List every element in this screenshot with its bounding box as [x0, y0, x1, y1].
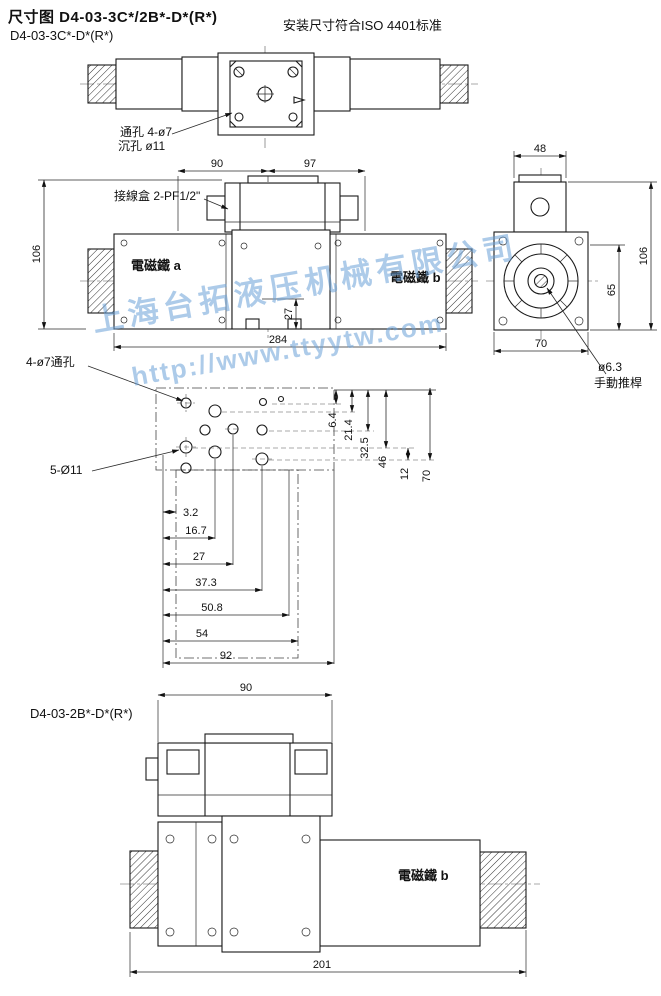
pattern-holes	[176, 394, 285, 474]
dim-height-left: 106	[31, 179, 222, 330]
dim-90: 90	[211, 158, 223, 170]
solenoid-a-label: 電磁鐵 a	[131, 258, 182, 273]
dim-70: 70	[535, 338, 547, 350]
dim-box-width-2b: 90	[157, 682, 333, 742]
dim-12: 12	[399, 468, 411, 480]
bolt-circles-2b	[165, 834, 311, 937]
dim-27-pattern: 27	[193, 551, 205, 563]
dim-54: 54	[196, 628, 208, 640]
dim-106-right: 106	[638, 247, 650, 265]
dim-48: 48	[534, 143, 546, 155]
dim-box-depth: 48	[513, 143, 567, 178]
flow-triangle-mark	[293, 96, 306, 104]
pattern-vertical-dims: 6.4 21.4 32.5 46 12 70	[193, 387, 436, 482]
top-plan-view: 通孔 4-ø7 沉孔 ø11	[80, 46, 478, 153]
standard-note: 安装尺寸符合ISO 4401标准	[283, 18, 442, 33]
dim-total-length: 284	[113, 333, 447, 351]
dim-32-5: 32.5	[359, 437, 371, 458]
dim-90-2b: 90	[240, 682, 252, 694]
dim-37-3: 37.3	[195, 577, 216, 589]
dim-201: 201	[313, 959, 331, 971]
screw-symbols-top-view	[233, 66, 299, 122]
mounting-holes-label: 5-Ø11	[50, 463, 83, 477]
dim-total-length-2b: 201	[129, 930, 527, 977]
view-2b: 90 電磁鐵 b	[120, 682, 540, 977]
through-holes-4-leader	[87, 365, 184, 402]
solenoid-b-label-front: 電磁鐵 b	[390, 270, 441, 285]
manual-pin-leader	[546, 287, 607, 375]
solenoid-b-label-2b: 電磁鐵 b	[398, 868, 449, 883]
dim-97: 97	[304, 158, 316, 170]
counterbore-leader	[171, 112, 233, 135]
manual-override-face	[503, 243, 579, 319]
dim-center-height: 65	[590, 244, 625, 331]
pattern-horizontal-dims: 3.2 16.7 27 37.3 50.8 54 92	[162, 435, 335, 668]
dim-106-left: 106	[31, 245, 43, 263]
counterbore-label: 沉孔 ø11	[118, 139, 165, 153]
dim-height-right: 106	[568, 181, 657, 331]
dim-284: 284	[269, 334, 287, 346]
model-label-2b: D4-03-2B*-D*(R*)	[30, 706, 133, 721]
manual-pin-dia-label: ø6.3	[598, 360, 622, 374]
side-view: 48 106 65 70 ø6.3	[486, 143, 657, 390]
dim-3-2: 3.2	[183, 507, 198, 519]
page-title: 尺寸图 D4-03-3C*/2B*-D*(R*)	[8, 9, 218, 26]
junction-box-leader	[203, 198, 229, 210]
dim-65: 65	[606, 284, 618, 296]
dim-27: 27	[283, 308, 295, 320]
dim-92: 92	[220, 650, 232, 662]
bolt-circles-side	[498, 236, 584, 326]
dim-70-pattern: 70	[421, 470, 433, 482]
model-label-3c: D4-03-3C*-D*(R*)	[10, 28, 114, 43]
dim-50-8: 50.8	[201, 602, 222, 614]
front-view: 電磁鐵 a 電磁鐵 b 接線盒 2-PF1/2" 90 97 106	[26, 158, 478, 402]
dim-top-widths: 90 97	[177, 158, 366, 231]
through-hole-label: 通孔 4-ø7	[120, 125, 172, 139]
manual-pin-name-label: 手動推桿	[594, 375, 642, 390]
dim-46: 46	[377, 456, 389, 468]
bolt-circles-front	[120, 239, 444, 324]
port-a	[245, 318, 260, 330]
dim-21-4: 21.4	[343, 419, 355, 440]
junction-box-label: 接線盒 2-PF1/2"	[114, 188, 200, 203]
dim-16-7: 16.7	[185, 525, 206, 537]
through-holes-4-label: 4-ø7通孔	[26, 355, 75, 369]
mounting-holes-leader	[91, 449, 180, 472]
dim-6-4: 6.4	[327, 412, 339, 427]
dim-side-width: 70	[493, 332, 589, 355]
mounting-pattern: 5-Ø11 6.4 21.4 32.5 46 12	[50, 387, 436, 668]
dim-port-offset: 27	[262, 298, 304, 330]
